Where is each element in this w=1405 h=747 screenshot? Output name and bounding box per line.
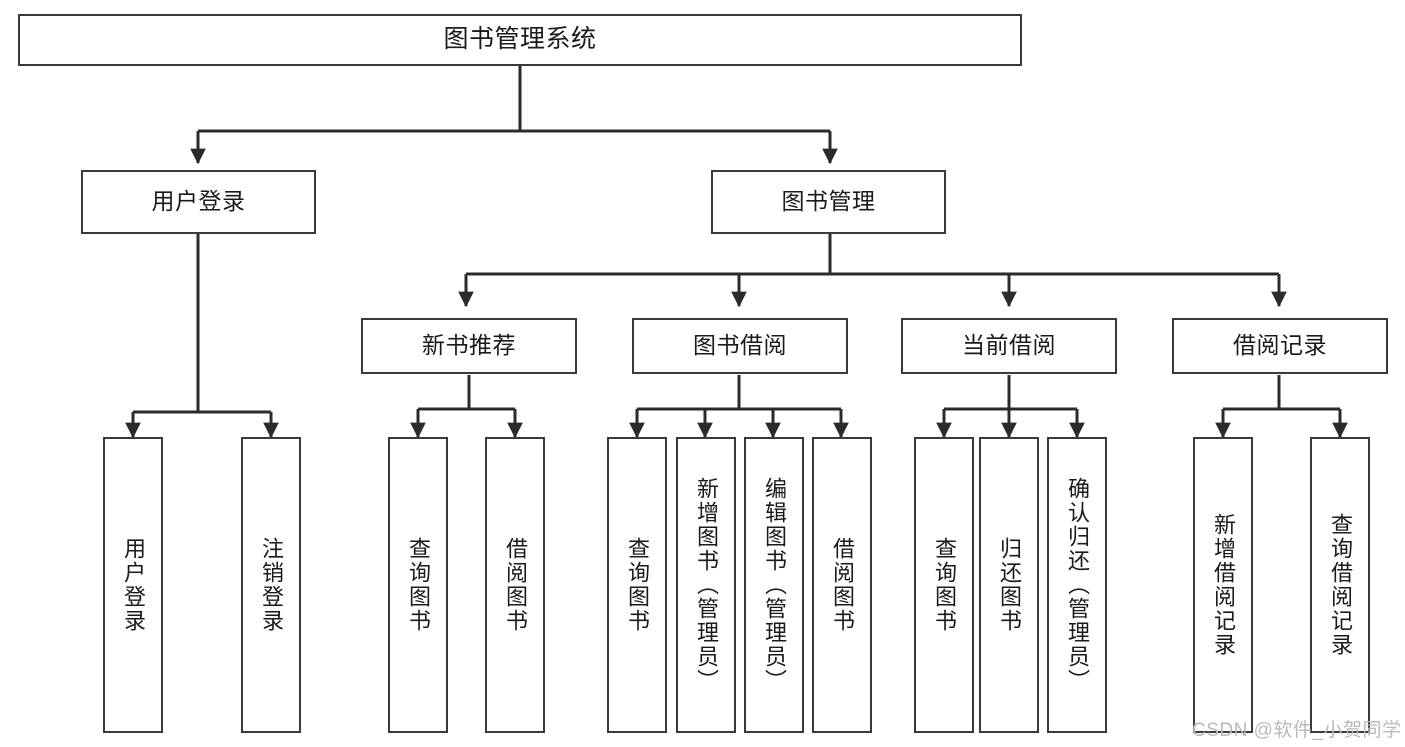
node-new-book-rec-label: 新书推荐	[422, 332, 516, 359]
node-leaf-edit-book-label: 编辑图书（管理员）	[762, 477, 787, 693]
node-leaf-borrow-book-2[interactable]: 借阅图书	[812, 437, 872, 733]
node-user-login[interactable]: 用户登录	[81, 170, 316, 234]
node-leaf-borrow-book-2-label: 借阅图书	[830, 537, 855, 633]
node-leaf-query-book-3[interactable]: 查询图书	[914, 437, 974, 733]
node-root-label: 图书管理系统	[443, 25, 597, 54]
node-leaf-query-record[interactable]: 查询借阅记录	[1310, 437, 1370, 733]
node-leaf-borrow-book-1[interactable]: 借阅图书	[485, 437, 545, 733]
node-leaf-borrow-book-1-label: 借阅图书	[503, 537, 528, 633]
node-leaf-user-login[interactable]: 用户登录	[103, 437, 163, 733]
node-leaf-query-book-2-label: 查询图书	[625, 537, 650, 633]
node-leaf-user-login-label: 用户登录	[121, 537, 146, 633]
node-root[interactable]: 图书管理系统	[18, 14, 1022, 66]
node-new-book-rec[interactable]: 新书推荐	[361, 318, 577, 374]
node-leaf-query-book-1-label: 查询图书	[406, 537, 431, 633]
node-leaf-add-book-label: 新增图书（管理员）	[694, 477, 719, 693]
node-leaf-query-book-1[interactable]: 查询图书	[388, 437, 448, 733]
node-user-login-label: 用户登录	[151, 188, 246, 215]
node-current-borrow[interactable]: 当前借阅	[901, 318, 1117, 374]
node-leaf-confirm-return-label: 确认归还（管理员）	[1065, 477, 1090, 693]
node-leaf-logout[interactable]: 注销登录	[241, 437, 301, 733]
node-current-borrow-label: 当前借阅	[962, 332, 1056, 359]
node-leaf-query-book-2[interactable]: 查询图书	[607, 437, 667, 733]
node-leaf-add-record-label: 新增借阅记录	[1211, 513, 1236, 657]
node-leaf-logout-label: 注销登录	[259, 537, 284, 633]
node-leaf-confirm-return[interactable]: 确认归还（管理员）	[1047, 437, 1107, 733]
node-leaf-return-book[interactable]: 归还图书	[979, 437, 1039, 733]
csdn-watermark: CSDN @软件_小贺同学	[1192, 720, 1402, 741]
node-borrow-record[interactable]: 借阅记录	[1172, 318, 1388, 374]
node-book-manage[interactable]: 图书管理	[711, 170, 946, 234]
node-book-manage-label: 图书管理	[781, 188, 876, 215]
node-leaf-query-record-label: 查询借阅记录	[1328, 513, 1353, 657]
node-book-borrow[interactable]: 图书借阅	[632, 318, 848, 374]
node-leaf-return-book-label: 归还图书	[997, 537, 1022, 633]
node-leaf-add-record[interactable]: 新增借阅记录	[1193, 437, 1253, 733]
node-book-borrow-label: 图书借阅	[693, 332, 787, 359]
node-leaf-edit-book[interactable]: 编辑图书（管理员）	[744, 437, 804, 733]
node-leaf-query-book-3-label: 查询图书	[932, 537, 957, 633]
node-leaf-add-book[interactable]: 新增图书（管理员）	[676, 437, 736, 733]
node-borrow-record-label: 借阅记录	[1233, 332, 1327, 359]
